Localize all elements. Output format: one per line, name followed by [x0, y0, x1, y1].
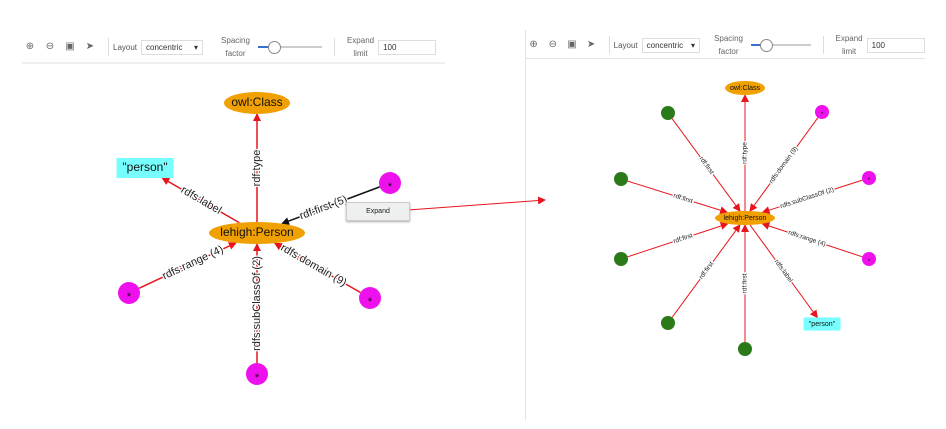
edge-label: rdf:first — [698, 260, 716, 280]
blank-node[interactable] — [118, 282, 140, 304]
spacing-slider[interactable] — [750, 39, 811, 52]
edge-label: rdf:first — [672, 192, 693, 205]
toolbar-divider — [525, 58, 925, 59]
edge-label: rdfs:range (4) — [787, 229, 826, 248]
edge-label: rdf:type — [742, 142, 749, 164]
edge-label: rdfs:label — [179, 184, 224, 217]
expand-limit-input[interactable]: 100 — [378, 39, 437, 55]
layout-value: concentric — [646, 40, 684, 50]
blank-node[interactable] — [862, 171, 876, 185]
node-label: * — [127, 291, 132, 303]
layout-select[interactable]: concentric ▾ — [641, 37, 701, 53]
pointer-icon[interactable]: ➤ — [586, 39, 596, 50]
blank-node[interactable] — [379, 172, 401, 194]
class-node[interactable] — [725, 81, 765, 95]
layout-label: Layout — [613, 40, 638, 50]
zoom-in-icon[interactable]: ⊕ — [529, 39, 538, 50]
node-label: * — [868, 177, 871, 184]
node-label: * — [255, 372, 260, 384]
pointer-icon[interactable]: ➤ — [85, 41, 95, 52]
edge[interactable] — [761, 222, 863, 258]
spacing-slider[interactable] — [257, 41, 322, 54]
edge[interactable] — [138, 242, 237, 290]
edge[interactable] — [627, 180, 729, 215]
chevron-down-icon: ▾ — [194, 42, 199, 52]
expanded-node[interactable] — [614, 172, 628, 186]
blank-node[interactable] — [815, 105, 829, 119]
slider-handle[interactable] — [759, 39, 773, 52]
separator — [333, 38, 335, 56]
edge-label: rdfs:domain (9) — [768, 145, 799, 184]
edge-label: rdfs:range (4) — [161, 243, 226, 282]
zoom-out-icon[interactable]: ⊖ — [548, 39, 557, 50]
expanded-node[interactable] — [661, 106, 675, 120]
class-node[interactable] — [224, 92, 290, 114]
edge-label: rdf:first — [698, 156, 716, 176]
chevron-down-icon: ▾ — [691, 40, 696, 50]
node-label: lehigh:Person — [724, 215, 767, 222]
edge-label: rdfs:subClassOf (2) — [251, 256, 263, 351]
edge[interactable] — [281, 186, 380, 225]
class-node[interactable] — [715, 211, 775, 225]
edge[interactable] — [671, 224, 741, 318]
edge[interactable] — [161, 177, 240, 224]
fit-icon[interactable]: ▣ — [567, 39, 577, 50]
separator — [608, 36, 610, 54]
fit-icon[interactable]: ▣ — [65, 41, 75, 52]
toolbar-divider — [22, 62, 445, 64]
blank-node[interactable] — [862, 252, 876, 266]
context-menu-expand[interactable]: Expand — [346, 202, 410, 221]
layout-label: Layout — [113, 42, 138, 52]
separator — [108, 38, 109, 56]
node-label: * — [821, 111, 824, 118]
transition-arrow — [407, 196, 546, 211]
literal-node[interactable] — [116, 158, 174, 178]
layout-select[interactable]: concentric ▾ — [141, 39, 204, 55]
node-label: lehigh:Person — [220, 225, 293, 239]
node-label: "person" — [809, 321, 836, 328]
node-label: owl:Class — [231, 95, 282, 109]
edge[interactable] — [761, 179, 863, 214]
edge-label: rdf:first — [673, 232, 694, 245]
blank-node[interactable] — [359, 287, 381, 309]
literal-node[interactable] — [803, 317, 841, 331]
expanded-node[interactable] — [661, 316, 675, 330]
panel-border — [525, 30, 526, 420]
edge-label: rdf:type — [251, 150, 263, 187]
blank-node[interactable] — [246, 363, 268, 385]
slider-handle[interactable] — [267, 41, 281, 54]
edge[interactable] — [671, 118, 741, 212]
class-node[interactable] — [209, 222, 305, 244]
node-label: * — [368, 296, 373, 308]
edge-label: rdf:first — [742, 273, 749, 293]
separator — [822, 36, 824, 54]
edge[interactable] — [627, 222, 729, 258]
edge-label: rdfs:label — [773, 258, 794, 284]
expanded-node[interactable] — [614, 252, 628, 266]
node-label: * — [388, 181, 393, 193]
node-label: * — [868, 258, 871, 265]
layout-value: concentric — [146, 42, 183, 52]
node-label: owl:Class — [730, 85, 760, 92]
edge-label: rdfs:subClassOf (2) — [779, 186, 834, 210]
edge[interactable] — [749, 224, 818, 319]
expanded-node[interactable] — [738, 342, 752, 356]
edge-label: rdfs:domain (9) — [278, 242, 348, 289]
zoom-in-icon[interactable]: ⊕ — [25, 41, 35, 52]
edge[interactable] — [273, 242, 361, 294]
expand-limit-input[interactable]: 100 — [866, 37, 926, 53]
zoom-out-icon[interactable]: ⊖ — [45, 41, 55, 52]
edge[interactable] — [749, 117, 819, 212]
edge-label: rdf:first (5) — [298, 193, 349, 222]
node-label: "person" — [122, 160, 167, 174]
